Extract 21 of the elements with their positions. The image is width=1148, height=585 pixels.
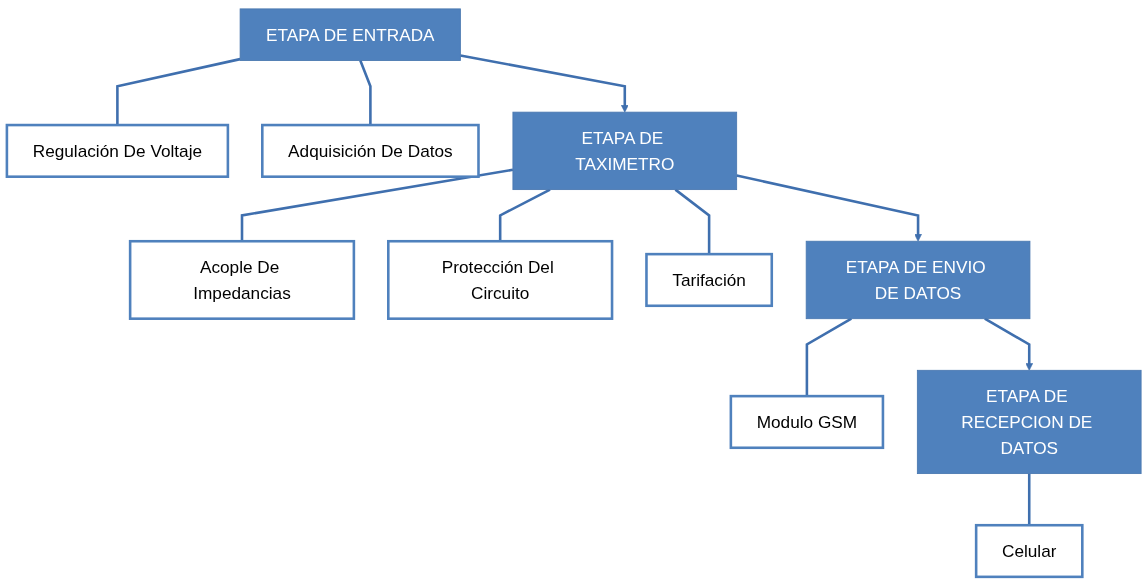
node-box: Adquisición De Datos: [261, 123, 480, 178]
node-box: ETAPA DE RECEPCION DE DATOS: [916, 369, 1142, 474]
connector: [116, 57, 241, 125]
node-box: Acople De Impedancias: [128, 239, 356, 320]
node-box: Tarifación: [645, 252, 774, 307]
arrow: [736, 173, 922, 242]
connector: [1027, 473, 1031, 525]
node-box: Protección Del Circuito: [387, 239, 614, 320]
node-box: ETAPA DE ENTRADA: [239, 8, 461, 61]
node-box: Regulación De Voltaje: [5, 123, 230, 178]
connector: [805, 317, 852, 396]
node-box: ETAPA DE TAXIMETRO: [512, 111, 738, 190]
connector: [359, 59, 372, 125]
connector: [240, 168, 514, 241]
connector: [498, 188, 551, 241]
node-box: ETAPA DE ENVIO DE DATOS: [805, 240, 1031, 319]
node-box: Celular: [974, 523, 1084, 578]
connector: [674, 188, 711, 254]
arrow: [460, 53, 629, 113]
arrow: [984, 317, 1033, 371]
node-box: Modulo GSM: [729, 394, 885, 449]
